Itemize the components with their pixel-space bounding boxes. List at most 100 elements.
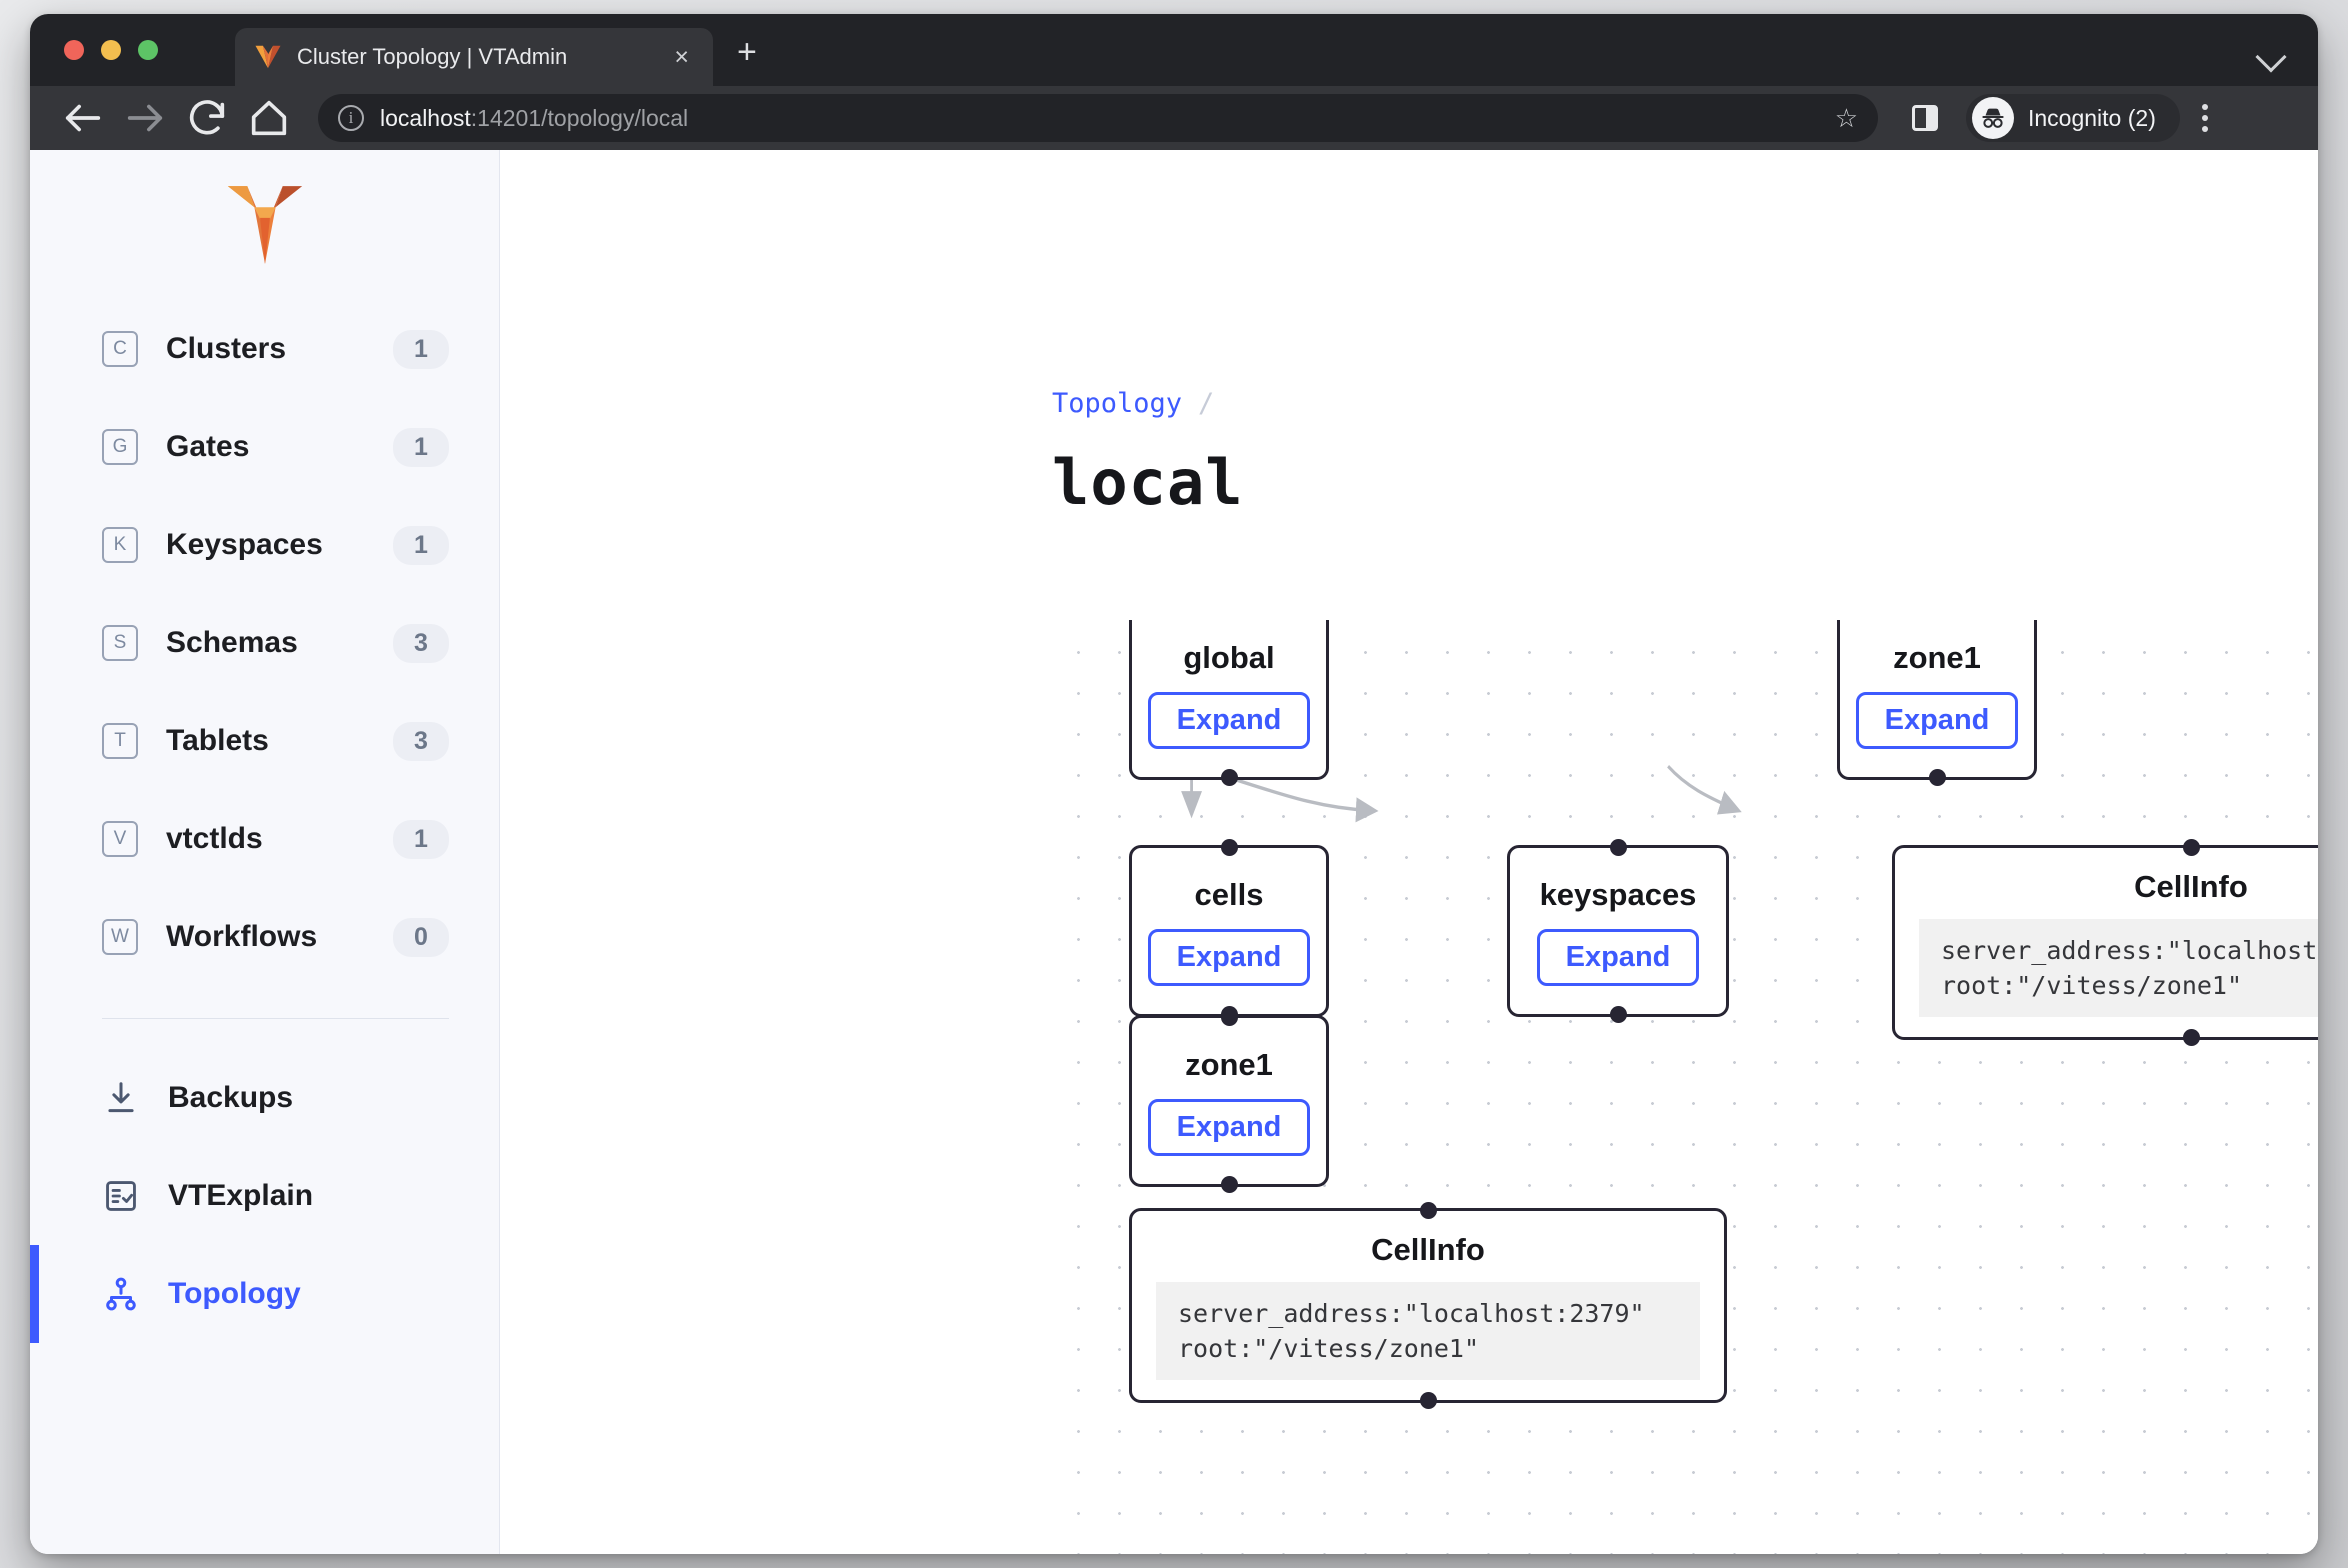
minimize-window-button[interactable]	[101, 40, 121, 60]
edge-zone1r-cellinfo	[1667, 765, 1742, 815]
breadcrumb-separator: /	[1198, 388, 1215, 419]
node-cellinfo-bottom[interactable]: CellInfo server_address:"localhost:2379"…	[1129, 1202, 1727, 1409]
expand-button-cells[interactable]: Expand	[1147, 928, 1311, 986]
node-port-bottom	[1220, 1176, 1238, 1193]
node-title: zone1	[1185, 1046, 1273, 1082]
reload-icon[interactable]	[184, 95, 230, 141]
profile-button[interactable]: Incognito (2)	[1966, 94, 2180, 142]
window-controls[interactable]	[64, 40, 158, 60]
sidebar-item-topology[interactable]: Topology	[30, 1245, 499, 1343]
maximize-window-button[interactable]	[138, 40, 158, 60]
close-window-button[interactable]	[64, 40, 84, 60]
app-body: C Clusters 1 G Gates 1 K Keyspaces 1 S S…	[30, 150, 2318, 1554]
sidebar-item-vtexplain[interactable]: VTExplain	[30, 1147, 499, 1245]
keyspaces-letter-icon: K	[102, 527, 138, 563]
breadcrumb-topology-link[interactable]: Topology	[1052, 388, 1183, 419]
node-title: zone1	[1893, 639, 1981, 675]
profile-label: Incognito (2)	[2028, 104, 2156, 131]
kebab-menu-icon[interactable]	[2201, 104, 2208, 132]
node-cellinfo-right[interactable]: CellInfo server_address:"localhost:2379"…	[1892, 839, 2318, 1046]
sidebar-item-vtctlds[interactable]: V vtctlds 1	[30, 790, 499, 888]
main-content: Topology / local	[500, 150, 2318, 1554]
sidebar-item-backups[interactable]: Backups	[30, 1049, 499, 1147]
clusters-count-badge: 1	[393, 329, 449, 369]
checklist-icon	[106, 1181, 136, 1211]
node-port-bottom	[2182, 1029, 2200, 1046]
node-zone1-left[interactable]: zone1 Expand	[1129, 1009, 1329, 1193]
sitemap-icon	[106, 1277, 136, 1311]
schemas-count-badge: 3	[393, 623, 449, 663]
bookmark-star-icon[interactable]: ☆	[1834, 102, 1858, 133]
sidebar-item-schemas[interactable]: S Schemas 3	[30, 594, 499, 692]
sidebar-item-label: Clusters	[166, 332, 287, 365]
breadcrumb: Topology /	[1052, 388, 1214, 419]
node-title: keyspaces	[1539, 876, 1697, 912]
page-title: local	[1052, 446, 1244, 519]
topology-canvas[interactable]: global Expand zone1 Expand cells Expand	[1052, 620, 2318, 1554]
cellinfo-code-block: server_address:"localhost:2379" root:"/v…	[1919, 918, 2318, 1017]
node-port-bottom	[1928, 769, 1946, 786]
sidebar-item-label: vtctlds	[166, 822, 263, 855]
keyspaces-count-badge: 1	[393, 525, 449, 565]
sidebar-item-label: Backups	[168, 1081, 294, 1114]
expand-button-keyspaces[interactable]: Expand	[1536, 928, 1700, 986]
sidebar-item-label: Tablets	[166, 724, 269, 757]
new-tab-button[interactable]: +	[737, 33, 757, 71]
sidebar-item-label: Workflows	[166, 920, 318, 953]
vitess-logo[interactable]	[30, 150, 499, 300]
node-port-top	[1609, 839, 1627, 856]
sidebar-item-tablets[interactable]: T Tablets 3	[30, 692, 499, 790]
clusters-letter-icon: C	[102, 331, 138, 367]
close-tab-icon[interactable]: ×	[674, 42, 689, 71]
node-port-bottom	[1220, 769, 1238, 786]
node-zone1-right[interactable]: zone1 Expand	[1837, 620, 2037, 786]
incognito-avatar	[1972, 97, 2014, 139]
node-title: global	[1183, 639, 1275, 675]
schemas-letter-icon: S	[102, 625, 138, 661]
node-title: CellInfo	[1371, 1231, 1485, 1267]
site-info-icon[interactable]: i	[338, 105, 364, 131]
url-path: :14201/topology/local	[470, 104, 689, 131]
node-keyspaces[interactable]: keyspaces Expand	[1507, 839, 1729, 1023]
vitess-logo-icon	[227, 186, 302, 264]
home-icon[interactable]	[246, 95, 292, 141]
forward-arrow-icon[interactable]	[122, 95, 168, 141]
node-title: CellInfo	[2134, 868, 2248, 904]
browser-tab[interactable]: Cluster Topology | VTAdmin ×	[235, 28, 713, 86]
node-cells[interactable]: cells Expand	[1129, 839, 1329, 1023]
expand-button-zone1-right[interactable]: Expand	[1855, 691, 2019, 749]
gates-letter-icon: G	[102, 429, 138, 465]
sidebar-item-gates[interactable]: G Gates 1	[30, 398, 499, 496]
sidebar-divider	[102, 1018, 449, 1019]
node-port-bottom	[1419, 1392, 1437, 1409]
omnibox-toolbar: i localhost:14201/topology/local ☆ Incog…	[30, 86, 2318, 150]
tab-title: Cluster Topology | VTAdmin	[297, 44, 568, 69]
sidebar-item-clusters[interactable]: C Clusters 1	[30, 300, 499, 398]
tab-strip: Cluster Topology | VTAdmin × +	[30, 14, 2318, 86]
sidebar-item-workflows[interactable]: W Workflows 0	[30, 888, 499, 986]
sidebar-item-label: Topology	[168, 1277, 301, 1310]
sidebar-item-keyspaces[interactable]: K Keyspaces 1	[30, 496, 499, 594]
tab-list-chevron-down-icon[interactable]	[2255, 41, 2287, 73]
sidebar: C Clusters 1 G Gates 1 K Keyspaces 1 S S…	[30, 150, 500, 1554]
node-port-top	[1419, 1202, 1437, 1219]
download-icon	[108, 1082, 134, 1113]
gates-count-badge: 1	[393, 427, 449, 467]
tablets-letter-icon: T	[102, 723, 138, 759]
back-arrow-icon[interactable]	[60, 95, 106, 141]
cellinfo-code-block: server_address:"localhost:2379" root:"/v…	[1156, 1281, 1700, 1380]
expand-button-global[interactable]: Expand	[1147, 691, 1311, 749]
url-bar[interactable]: i localhost:14201/topology/local ☆	[318, 94, 1878, 142]
sidebar-item-label: Gates	[166, 430, 250, 463]
url-text: localhost:14201/topology/local	[380, 105, 688, 132]
workflows-letter-icon: W	[102, 919, 138, 955]
node-global[interactable]: global Expand	[1129, 620, 1329, 786]
node-port-top	[2182, 839, 2200, 856]
workflows-count-badge: 0	[393, 917, 449, 957]
sidebar-item-label: Schemas	[166, 626, 298, 659]
side-panel-icon[interactable]	[1912, 105, 1938, 131]
tools-nav: Backups VTExplain Topology	[30, 1049, 499, 1343]
node-title: cells	[1194, 876, 1264, 912]
url-host: localhost	[380, 104, 471, 131]
expand-button-zone1-left[interactable]: Expand	[1147, 1098, 1311, 1156]
